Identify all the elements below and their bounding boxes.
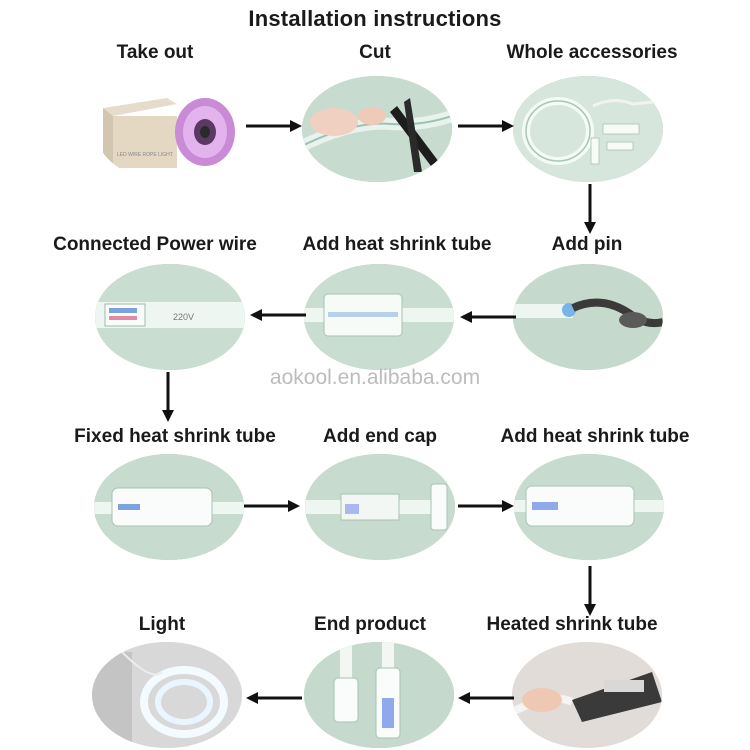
step-label-fixed-heat-shrink-tube: Fixed heat shrink tube — [74, 426, 276, 447]
arrow-left-1 — [250, 309, 306, 321]
step-label-connected-power-wire: Connected Power wire — [53, 234, 257, 255]
arrow-left-2 — [460, 311, 516, 323]
step-label-add-pin: Add pin — [551, 234, 623, 255]
arrow-right-2 — [458, 120, 514, 132]
photo-heated-shrink-tube — [512, 642, 662, 748]
tube-print-text: 220V — [173, 312, 194, 322]
page-title: Installation instructions — [248, 6, 502, 31]
photo-add-heat-shrink-tube-2 — [514, 454, 664, 560]
step-label-add-heat-shrink-tube-2: Add heat shrink tube — [500, 426, 690, 447]
photo-fixed-heat-shrink-tube — [94, 454, 244, 560]
photo-connected-power-wire: 220V — [95, 264, 245, 370]
photo-whole-accessories — [513, 76, 663, 182]
step-label-add-end-cap: Add end cap — [322, 426, 438, 447]
photo-add-end-cap — [305, 454, 455, 560]
photo-add-heat-shrink-tube-1 — [304, 264, 454, 370]
step-label-cut: Cut — [359, 42, 391, 63]
step-label-light: Light — [138, 614, 186, 635]
step-label-end-product: End product — [314, 614, 426, 635]
step-label-take-out: Take out — [116, 42, 194, 63]
photo-add-pin — [513, 264, 663, 370]
watermark: aokool.en.alibaba.com — [269, 366, 481, 389]
step-label-add-heat-shrink-tube-1: Add heat shrink tube — [302, 234, 492, 255]
arrow-down-3 — [584, 566, 596, 616]
photo-end-product — [304, 642, 454, 748]
arrow-right-3 — [244, 500, 300, 512]
photo-take-out: LED WIRE ROPE LIGHT — [95, 76, 245, 182]
arrow-down-1 — [584, 184, 596, 234]
arrow-right-1 — [246, 120, 302, 132]
arrow-left-4 — [458, 692, 514, 704]
arrow-right-4 — [458, 500, 514, 512]
step-label-whole-accessories: Whole accessories — [506, 42, 678, 63]
arrow-left-3 — [246, 692, 302, 704]
box-print-text: LED WIRE ROPE LIGHT — [117, 152, 173, 158]
arrow-down-2 — [162, 372, 174, 422]
photo-cut — [302, 76, 452, 182]
step-label-heated-shrink-tube: Heated shrink tube — [486, 614, 658, 635]
photo-light — [92, 642, 242, 748]
